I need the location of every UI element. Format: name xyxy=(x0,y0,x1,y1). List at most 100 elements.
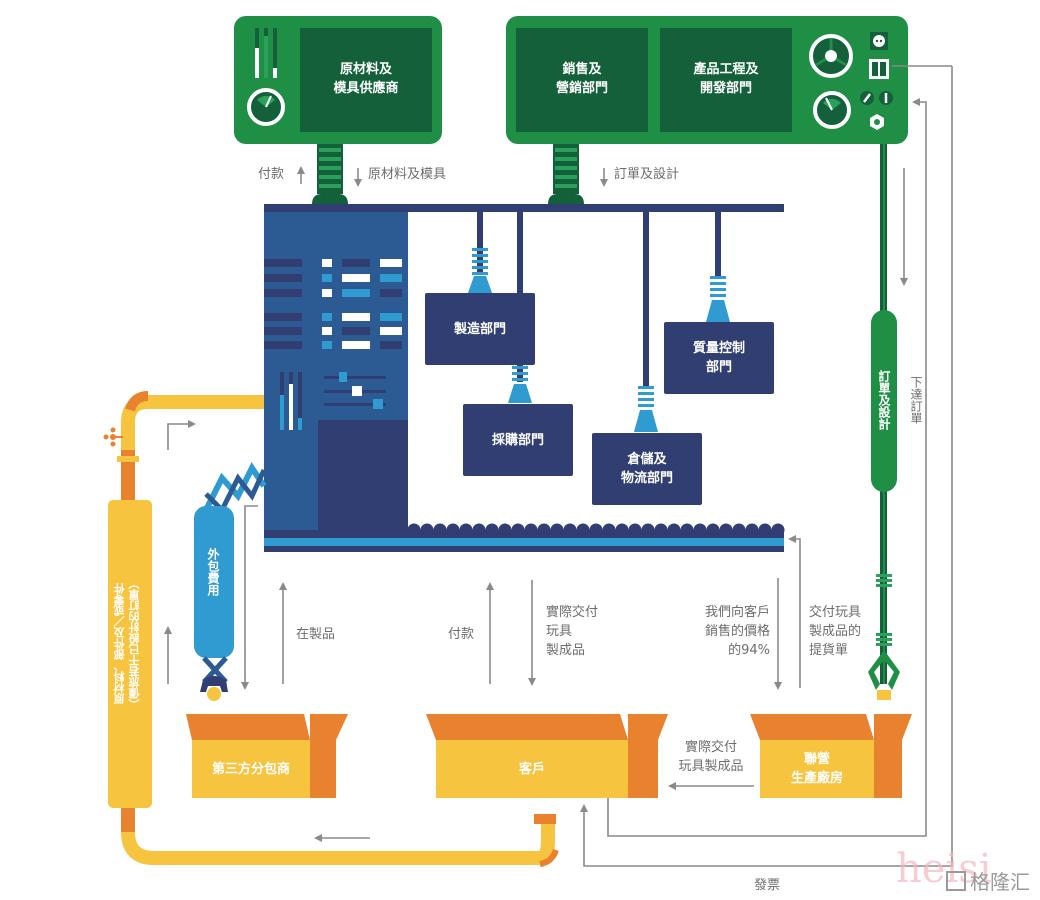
conveyor-roller xyxy=(420,523,434,537)
arrow-invoice-to-customer xyxy=(580,66,953,867)
price-label: 我們向客戶 銷售的價格 的94% xyxy=(690,603,770,660)
manufacturing-dept: 製造部門 xyxy=(425,293,535,365)
arrow-bol-to-conveyor xyxy=(788,535,801,688)
customer-box-graphic xyxy=(426,714,668,798)
delivery-label: 實際交付 玩具 製成品 xyxy=(546,603,598,660)
delivery-h-line2: 玩具製成品 xyxy=(678,759,744,774)
supplier-label-line1: 原材料及 xyxy=(339,62,392,77)
jv-plant-line1: 聯營 xyxy=(803,752,830,767)
steering-wheel-icon xyxy=(809,34,853,78)
bol-line3: 提貨單 xyxy=(809,643,849,658)
conveyor-roller xyxy=(576,523,590,537)
conveyor-roller xyxy=(511,523,525,537)
materials-vertical-label: 原材料、部件及／或零件 （僅旅若干已設計的訂單） xyxy=(112,578,142,710)
price-line2: 銷售的價格 xyxy=(704,624,770,639)
price-line3: 的94% xyxy=(728,643,770,658)
conveyor-roller xyxy=(771,523,785,537)
supplier-label-line2: 模具供應商 xyxy=(333,81,399,96)
supplier-label: 原材料及 模具供應商 xyxy=(300,60,432,98)
watermark-logo: 格隆汇 xyxy=(946,866,1030,895)
conveyor-roller xyxy=(758,523,772,537)
delivery-h-line1: 實際交付 xyxy=(684,740,737,755)
subcontractor-label: 第三方分包商 xyxy=(211,762,290,777)
conveyor-roller xyxy=(628,523,642,537)
arrow-customer-to-engineering xyxy=(607,98,927,837)
engineering-label: 產品工程及 開發部門 xyxy=(660,60,792,98)
sales-label-line2: 營銷部門 xyxy=(555,81,608,96)
conveyor-roller xyxy=(615,523,629,537)
watermark-latin: heisi xyxy=(896,846,992,892)
payment-top-label: 付款 xyxy=(258,167,285,182)
bol-line2: 製成品的 xyxy=(809,624,862,639)
materials-vertical-line1: 原材料、部件及／或零件 xyxy=(113,583,126,705)
orders-designs-capsule xyxy=(871,310,897,492)
conveyor-roller xyxy=(745,523,759,537)
level-meter-icon xyxy=(280,372,302,430)
central-machine xyxy=(264,204,785,552)
dept-label-line1: 質量控制 xyxy=(692,341,745,356)
conveyor-roller xyxy=(550,523,564,537)
conveyor-roller xyxy=(472,523,486,537)
socket-icon xyxy=(870,32,888,50)
conveyor-roller xyxy=(693,523,707,537)
conveyor-roller xyxy=(602,523,616,537)
conveyor-roller xyxy=(459,523,473,537)
engineering-label-line1: 產品工程及 xyxy=(693,62,759,77)
procurement-dept: 採購部門 xyxy=(463,404,573,476)
gauge-dial-icon xyxy=(813,91,851,129)
dept-label-line2: 物流部門 xyxy=(620,471,673,486)
supplier-spring-connector xyxy=(312,144,348,204)
arrow-subcontract-down xyxy=(241,505,258,690)
materials-vertical-line2: （僅旅若干已設計的訂單） xyxy=(128,578,141,710)
payment-mid-label: 付款 xyxy=(448,627,475,642)
hex-nut-icon xyxy=(870,114,884,130)
conveyor-roller xyxy=(537,523,551,537)
delivery-horizontal-label: 實際交付 玩具製成品 xyxy=(676,738,746,776)
conveyor-roller xyxy=(667,523,681,537)
sales-label-line1: 銷售及 xyxy=(562,62,602,77)
conveyor-roller xyxy=(589,523,603,537)
subcontractor-box-graphic xyxy=(186,714,348,798)
conveyor-roller xyxy=(485,523,499,537)
conveyor-roller xyxy=(719,523,733,537)
bill-of-lading-label: 交付玩具 製成品的 提貨單 xyxy=(809,603,861,660)
delivery-line3: 製成品 xyxy=(546,643,586,658)
conveyor-roller xyxy=(524,523,538,537)
sales-label: 銷售及 營銷部門 xyxy=(516,60,648,98)
yellow-pipe xyxy=(103,391,559,867)
engineering-label-line2: 開發部門 xyxy=(699,81,752,96)
conveyor-roller xyxy=(706,523,720,537)
orders-designs-label: 訂單及設計 xyxy=(614,167,680,182)
quality-control-dept: 質量控制 部門 xyxy=(664,322,774,394)
wip-label: 在製品 xyxy=(296,627,336,642)
dept-label: 採購部門 xyxy=(491,432,544,448)
conveyor-roller xyxy=(498,523,512,537)
green-robot-arm xyxy=(868,144,900,700)
watermark-cjk: 格隆汇 xyxy=(970,870,1030,894)
level-meter-icon xyxy=(255,28,277,78)
supplier-panel xyxy=(234,16,442,204)
blue-scissor-arm xyxy=(194,462,267,701)
slider-icons xyxy=(324,372,386,409)
engineering-screen xyxy=(660,28,792,132)
orders-designs-vertical-label: 訂單及設計 xyxy=(877,370,891,430)
price-line1: 我們向客戶 xyxy=(704,605,770,620)
jv-plant-line2: 生產廠房 xyxy=(790,771,843,786)
conveyor-roller xyxy=(732,523,746,537)
jv-plant-label: 聯營 生產廠房 xyxy=(760,750,874,788)
materials-capsule xyxy=(108,500,152,808)
watermark-logo-icon xyxy=(946,870,966,891)
switch-icon xyxy=(869,59,889,79)
top-rail xyxy=(264,204,784,212)
conveyor-roller xyxy=(680,523,694,537)
delivery-line1: 實際交付 xyxy=(546,605,599,620)
delivery-line2: 玩具 xyxy=(546,624,573,639)
conveyor-roller xyxy=(446,523,460,537)
conveyor-roller xyxy=(641,523,655,537)
gauge-dial-icon xyxy=(247,88,285,126)
customer-label: 客戶 xyxy=(518,762,545,777)
knob-icons xyxy=(860,91,893,105)
jv-plant-box-graphic xyxy=(750,714,912,798)
subcontract-fee-label: 外包費用 xyxy=(206,548,220,596)
